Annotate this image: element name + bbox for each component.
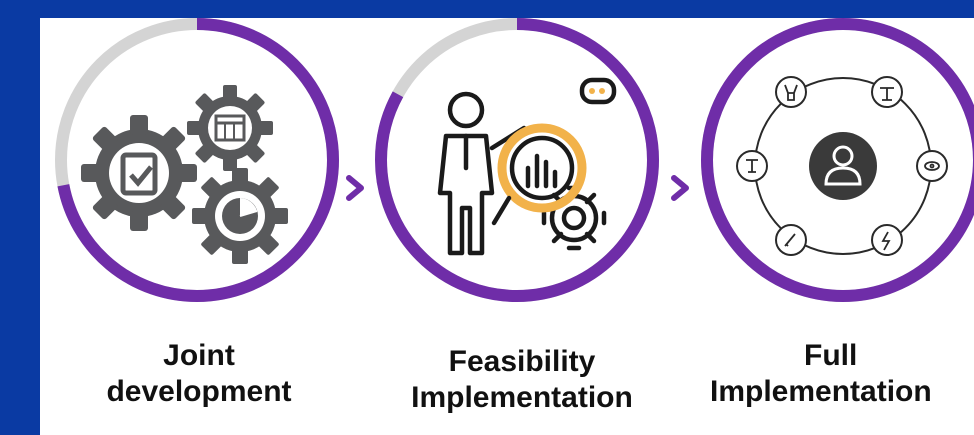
stage2-ring: [375, 18, 659, 302]
stage1-caption-line1: Joint: [163, 339, 235, 372]
stage3-caption-line1: Full: [804, 339, 858, 372]
stage-joint-development: [54, 18, 344, 318]
stage2-caption-line1: Feasibility: [448, 345, 596, 378]
stage1-ring: [55, 18, 339, 302]
presenter-with-chart-magnifier-icon: [437, 77, 617, 256]
stage3-caption: Full Implementation: [710, 338, 974, 410]
diagram-panel: Joint development Feasibility Implementa…: [40, 18, 974, 435]
stage2-caption-line2: Implementation: [411, 381, 633, 414]
stage-full-implementation: [700, 18, 974, 318]
stage2-caption: Feasibility Implementation: [382, 344, 662, 416]
gears-with-checklist-calendar-piechart-icon: [56, 67, 308, 284]
stage-feasibility-implementation: [374, 18, 664, 318]
stage3-ring: [701, 18, 974, 302]
stage1-caption-line2: development: [106, 375, 292, 408]
chevron-right-icon: [346, 175, 364, 201]
stage1-caption: Joint development: [74, 338, 324, 410]
stage3-caption-line2: Implementation: [710, 375, 932, 408]
user-hub-with-tools-icon: [736, 76, 948, 256]
chevron-right-icon: [671, 175, 689, 201]
